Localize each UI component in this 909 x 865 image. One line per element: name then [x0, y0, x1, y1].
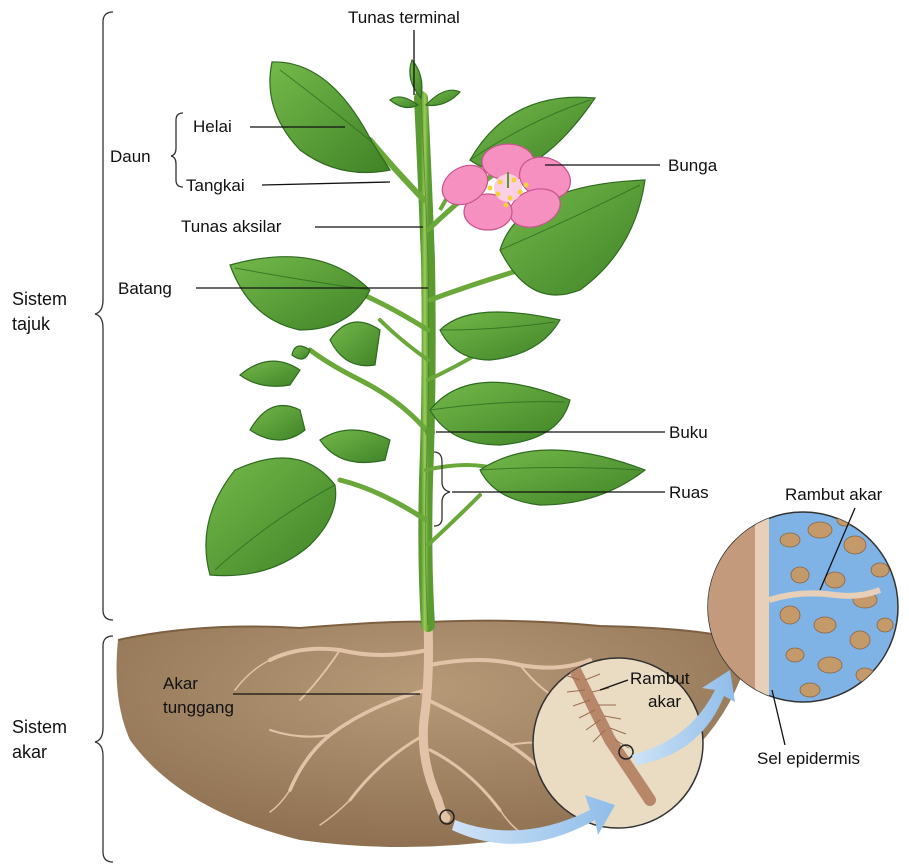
label-akar-tunggang-1: Akar: [163, 674, 198, 693]
leaf-top-left: [270, 62, 390, 173]
label-bunga: Bunga: [668, 156, 718, 175]
label-sistem-tajuk-1: Sistem: [12, 289, 67, 309]
label-tunas-aksilar: Tunas aksilar: [181, 217, 282, 236]
label-buku: Buku: [669, 423, 708, 442]
label-ruas: Ruas: [669, 483, 709, 502]
brace-daun: [171, 113, 183, 187]
leaf-left-mid: [230, 257, 370, 330]
leaf-right-mid: [440, 312, 560, 360]
leaf-right-ruas: [480, 450, 645, 505]
label-sistem-akar-2: akar: [12, 742, 47, 762]
label-tangkai: Tangkai: [186, 176, 245, 195]
brace-sistem-akar: [95, 636, 113, 862]
leaf-center-small: [330, 322, 380, 366]
label-sistem-tajuk-2: tajuk: [12, 314, 51, 334]
axillary-bud-cluster: [292, 346, 310, 359]
label-rambut-akar-large: Rambut akar: [785, 485, 883, 504]
leaf-right-lower: [430, 382, 570, 445]
leaf-bottom-left: [206, 458, 336, 576]
terminal-bud-leaf-2: [426, 90, 460, 105]
label-akar-tunggang-2: tunggang: [163, 698, 234, 717]
leaf-left-small-2: [250, 406, 305, 441]
brace-ruas: [434, 452, 450, 526]
label-helai: Helai: [193, 117, 232, 136]
node-marker: [425, 427, 435, 437]
label-rambut-akar-small-2: akar: [648, 692, 681, 711]
label-sel-epidermis: Sel epidermis: [757, 749, 860, 768]
label-daun: Daun: [110, 147, 151, 166]
label-sistem-akar-1: Sistem: [12, 717, 67, 737]
terminal-bud-leaf-3: [390, 97, 418, 108]
terminal-bud-leaf-1: [410, 60, 422, 98]
label-tunas-terminal: Tunas terminal: [348, 8, 460, 27]
brace-sistem-tajuk: [95, 12, 113, 620]
label-batang: Batang: [118, 279, 172, 298]
label-rambut-akar-small-1: Rambut: [630, 669, 690, 688]
leaf-left-small-1: [240, 361, 300, 386]
leaf-mid-small: [320, 430, 390, 463]
